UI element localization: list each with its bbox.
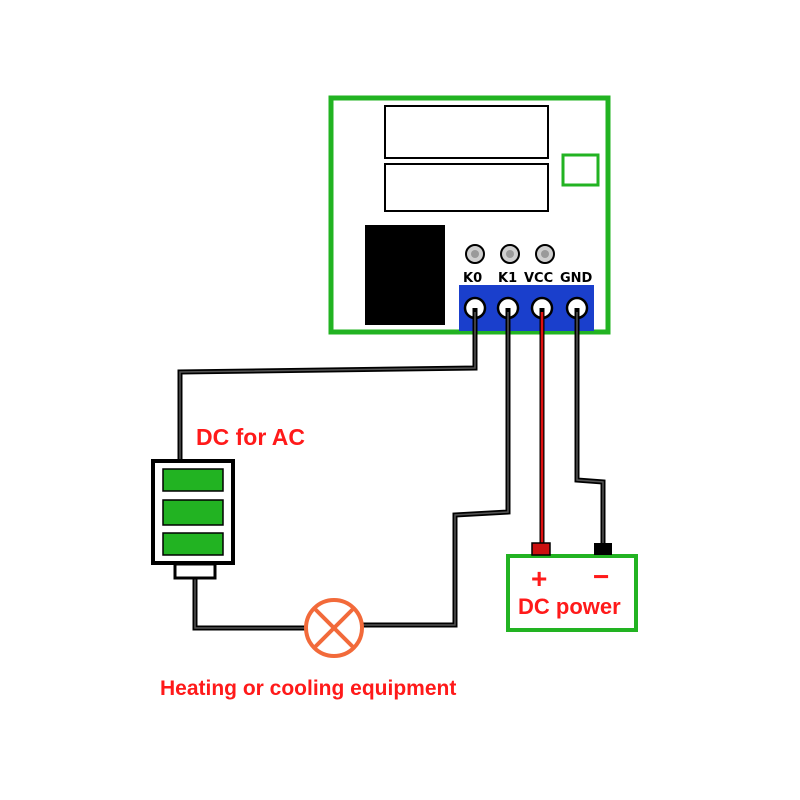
wire-k1 <box>362 308 511 628</box>
wire-relay-to-lamp <box>192 578 306 631</box>
control-module: K0 K1 VCC GND <box>328 95 611 335</box>
negative-terminal <box>594 543 612 555</box>
dc-for-ac-label: DC for AC <box>196 424 305 450</box>
pin-label-vcc: VCC <box>524 271 553 286</box>
pin-label-k1: K1 <box>498 271 517 286</box>
equipment-label: Heating or cooling equipment <box>160 677 456 700</box>
module-chip <box>365 225 445 325</box>
minus-sign: − <box>593 561 609 592</box>
display-window-bottom <box>384 163 549 212</box>
indicator-leds <box>465 244 555 264</box>
pin-label-gnd: GND <box>560 271 593 286</box>
wires <box>177 308 606 631</box>
wire-gnd <box>574 308 606 545</box>
plus-sign: + <box>531 563 547 594</box>
module-button <box>561 153 600 187</box>
positive-terminal <box>531 542 551 556</box>
lamp-symbol-icon <box>304 598 364 658</box>
pin-label-k0: K0 <box>463 271 482 286</box>
relay-battery-icon <box>151 459 235 580</box>
dc-power-source: + − DC power <box>506 542 638 632</box>
dc-power-label: DC power <box>518 594 621 619</box>
display-window-top <box>384 105 549 159</box>
dc-power-box <box>506 554 638 632</box>
